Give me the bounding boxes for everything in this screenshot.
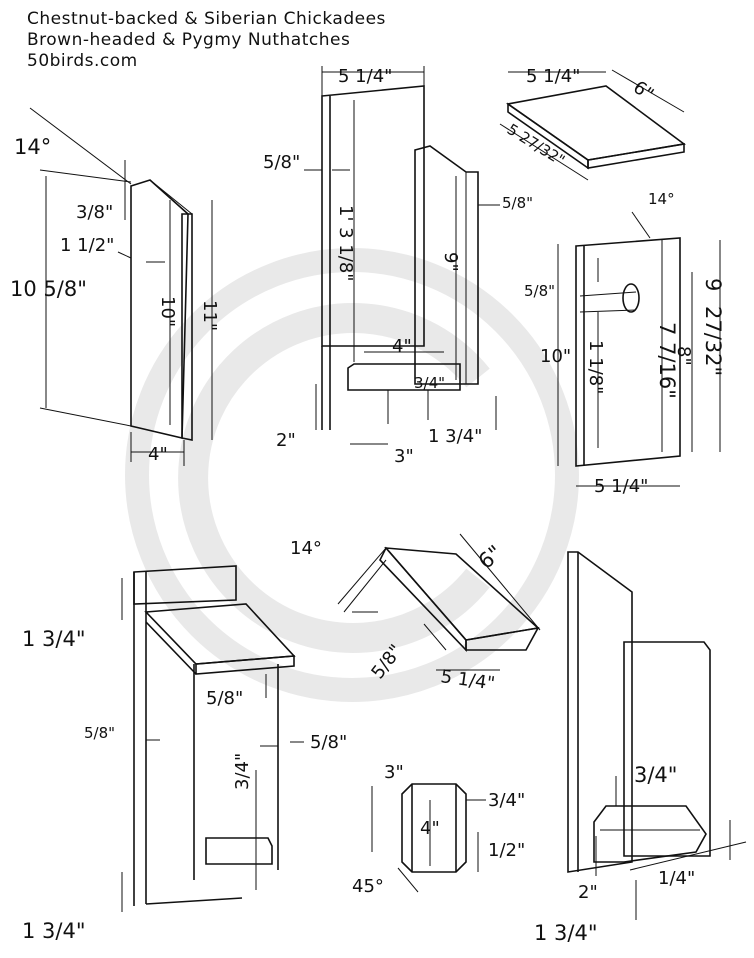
- floor-width-label: 4": [392, 336, 412, 357]
- roof-detail-view: [337, 533, 541, 671]
- cutaway-view: [567, 551, 747, 920]
- side-angle-label: 14°: [14, 135, 51, 159]
- floor-depth-label: 3": [394, 446, 414, 467]
- hole-depth-label: 7 7/16": [655, 322, 679, 399]
- site-name: 50birds.com: [27, 51, 138, 71]
- front-edge-label: 5/8": [524, 282, 555, 300]
- assembly-roof-overhang-label: 5/8": [206, 688, 243, 709]
- back-width-label: 5 1/4": [338, 66, 392, 87]
- title-line-2: Brown-headed & Pygmy Nuthatches: [27, 30, 350, 50]
- cutaway-side-label: 1/4": [658, 868, 695, 889]
- back-thickness-label: 5/8": [263, 152, 300, 173]
- title-line-1: Chestnut-backed & Siberian Chickadees: [27, 9, 386, 29]
- roof-bevel-label: 5 27/32": [504, 120, 568, 169]
- roof-detail-angle-label: 14°: [290, 538, 322, 559]
- floor-detail-view: [371, 783, 486, 893]
- floor-back-offset-label: 1 3/4": [428, 426, 482, 447]
- floor-detail-drain-label: 1/2": [488, 840, 525, 861]
- front-side-height-label: 8": [673, 346, 694, 366]
- back-length-label: 1' 3 1/8": [335, 205, 356, 282]
- floor-thickness-label: 3/4": [414, 374, 445, 392]
- side-panel-view: [29, 107, 213, 466]
- front-hole-dia-label: 1 1/8": [585, 340, 606, 394]
- assembly-floor-label: 3/4": [232, 753, 253, 790]
- cutaway-thickness-label: 3/4": [634, 763, 677, 787]
- roof-width-label: 5 1/4": [526, 66, 580, 87]
- front-thickness-label: 5/8": [502, 194, 533, 212]
- front-angle-label: 14°: [648, 190, 675, 208]
- cutaway-base-label: 1 3/4": [534, 921, 598, 945]
- side-total-height-label: 11": [199, 300, 220, 331]
- front-panel-view: [557, 211, 721, 487]
- front-hole-offset-label: 9: [701, 278, 725, 291]
- floor-detail-corner-thick-label: 3/4": [488, 790, 525, 811]
- front-total-label: 10": [540, 346, 571, 367]
- side-top-ext-label: 3/8": [76, 202, 113, 223]
- copyright-watermark: [125, 248, 579, 702]
- front-right-height-label: 27/32": [701, 306, 725, 376]
- floor-detail-corner-label: 3": [384, 762, 404, 783]
- side-front-height-label: 10": [157, 296, 178, 327]
- side-width-label: 4": [148, 444, 168, 465]
- back-panel-view: [304, 66, 500, 445]
- side-back-height-label: 10 5/8": [10, 277, 87, 301]
- assembly-back-label: 5/8": [84, 724, 115, 742]
- cutaway-bottom-label: 2": [578, 882, 598, 903]
- floor-detail-height-label: 4": [420, 818, 440, 839]
- roof-detail-length-label: 6": [474, 541, 507, 574]
- assembly-view: [121, 565, 304, 912]
- side-hole-offset-label: 1 1/2": [60, 235, 114, 256]
- assembly-top-label: 1 3/4": [22, 627, 86, 651]
- front-height-label: 9": [440, 252, 461, 272]
- assembly-front-label: 5/8": [310, 732, 347, 753]
- roof-depth-label: 6": [629, 77, 657, 106]
- assembly-bottom-label: 1 3/4": [22, 919, 86, 943]
- floor-detail-chamfer-label: 45°: [352, 876, 384, 897]
- front-bottom-width-label: 5 1/4": [594, 476, 648, 497]
- roof-panel-view: [499, 69, 686, 181]
- floor-bottom-offset-label: 2": [276, 430, 296, 451]
